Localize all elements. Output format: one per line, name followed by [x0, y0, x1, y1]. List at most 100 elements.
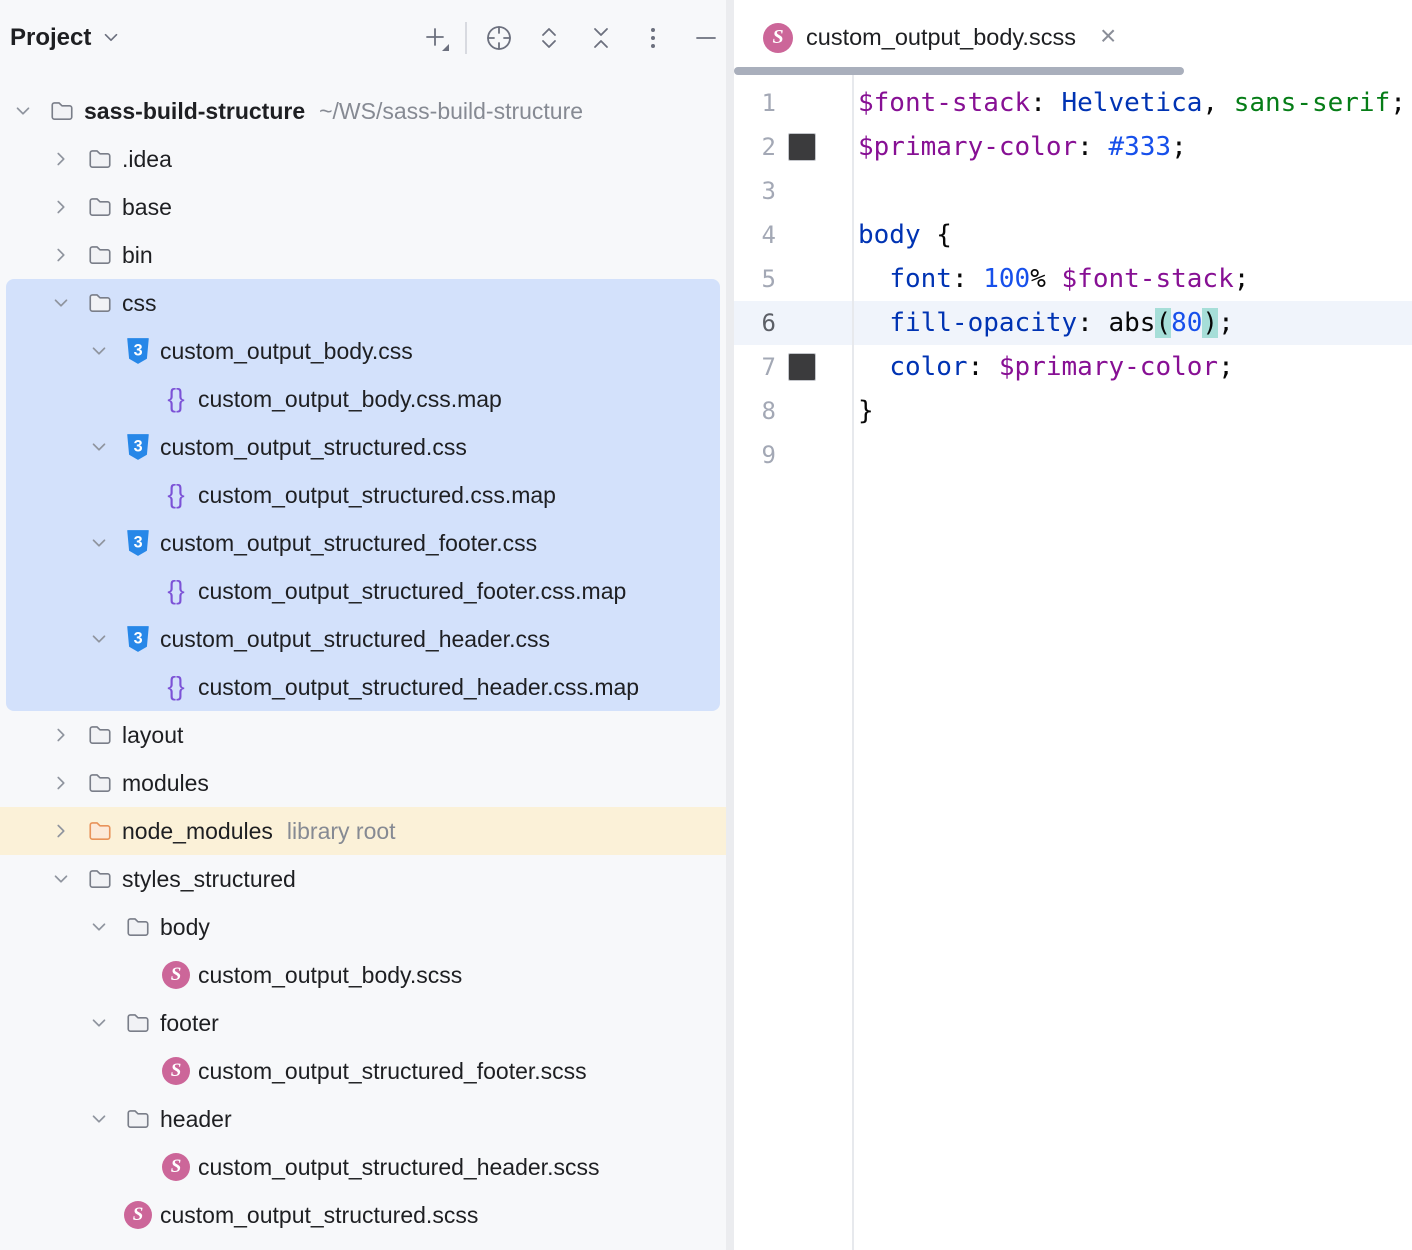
folder-icon [86, 288, 114, 318]
tree-row-selected[interactable]: {} custom_output_structured_footer.css.m… [0, 567, 726, 615]
tree-row[interactable]: body [0, 903, 726, 951]
code-line[interactable]: 3 [734, 169, 1412, 213]
chevron-right-icon[interactable] [48, 772, 86, 794]
line-number: 9 [761, 441, 776, 469]
code-line[interactable]: 8 } [734, 389, 1412, 433]
code-line-current[interactable]: 6 fill-opacity: abs(80); [734, 301, 1412, 345]
tree-row-root[interactable]: sass-build-structure ~/WS/sass-build-str… [0, 87, 726, 135]
tree-row-library-root[interactable]: node_modules library root [0, 807, 726, 855]
expand-all-icon[interactable] [533, 22, 565, 54]
code-line[interactable]: 1 $font-stack: Helvetica, sans-serif; [734, 81, 1412, 125]
color-preview-chip[interactable] [788, 133, 816, 161]
chevron-right-icon[interactable] [48, 820, 86, 842]
project-toolbar: Project [0, 0, 726, 75]
tree-item-label: styles_structured [122, 865, 296, 892]
tree-item-label: sass-build-structure [84, 97, 306, 124]
matched-paren: ) [1202, 308, 1219, 338]
tree-row-selected[interactable]: css [0, 279, 726, 327]
matched-paren: ( [1155, 308, 1172, 338]
tree-row[interactable]: S custom_output_structured.scss [0, 1191, 726, 1239]
tree-item-label: custom_output_structured.scss [160, 1201, 479, 1228]
hide-icon[interactable] [690, 22, 722, 54]
css-file-icon: 3 [124, 528, 152, 558]
color-preview-chip[interactable] [788, 353, 816, 381]
chevron-down-icon[interactable] [10, 100, 48, 122]
tree-selection-highlight [6, 279, 720, 711]
chevron-right-icon[interactable] [48, 148, 86, 170]
css-file-icon: 3 [124, 624, 152, 654]
folder-icon [48, 96, 76, 126]
tree-row-selected[interactable]: {} custom_output_structured.css.map [0, 471, 726, 519]
close-icon[interactable]: × [1099, 20, 1117, 51]
editor-tab[interactable]: S custom_output_body.scss × [763, 0, 1116, 75]
tree-row[interactable]: header [0, 1095, 726, 1143]
tree-row[interactable]: footer [0, 999, 726, 1047]
folder-icon [86, 192, 114, 222]
chevron-down-icon[interactable] [86, 340, 124, 362]
panel-splitter[interactable] [726, 0, 734, 1250]
chevron-down-icon[interactable] [86, 1012, 124, 1034]
tree-item-label: bin [122, 241, 153, 268]
more-options-icon[interactable] [637, 22, 669, 54]
add-icon[interactable] [420, 22, 452, 54]
tree-item-label: header [160, 1105, 232, 1132]
chevron-down-icon[interactable] [48, 292, 86, 314]
line-number: 8 [761, 397, 776, 425]
editor-tab-bar: S custom_output_body.scss × [734, 0, 1412, 75]
locate-opened-file-icon[interactable] [483, 22, 515, 54]
chevron-down-icon[interactable] [86, 1108, 124, 1130]
tree-row[interactable]: layout [0, 711, 726, 759]
tree-item-label: modules [122, 769, 209, 796]
tree-item-label: custom_output_body.css.map [198, 385, 502, 412]
chevron-right-icon[interactable] [48, 244, 86, 266]
chevron-down-icon[interactable] [86, 628, 124, 650]
scss-file-icon: S [162, 960, 190, 990]
chevron-down-icon[interactable] [86, 436, 124, 458]
tree-item-label: custom_output_body.css [160, 337, 413, 364]
toolbar-separator [465, 21, 467, 54]
tree-row-selected[interactable]: 3 custom_output_body.css [0, 327, 726, 375]
sourcemap-file-icon: {} [167, 383, 185, 413]
code-line[interactable]: 9 [734, 433, 1412, 477]
tree-row[interactable]: modules [0, 759, 726, 807]
chevron-right-icon[interactable] [48, 196, 86, 218]
code-line[interactable]: 7 color: $primary-color; [734, 345, 1412, 389]
sourcemap-file-icon: {} [167, 671, 185, 701]
tree-item-label: custom_output_structured_header.css.map [198, 673, 640, 700]
tab-title: custom_output_body.scss [806, 24, 1076, 50]
folder-icon [124, 1008, 152, 1038]
collapse-all-icon[interactable] [585, 22, 617, 54]
code-line[interactable]: 2 $primary-color: #333; [734, 125, 1412, 169]
tree-row-selected[interactable]: 3 custom_output_structured.css [0, 423, 726, 471]
tree-row[interactable]: .idea [0, 135, 726, 183]
tree-row[interactable]: base [0, 183, 726, 231]
chevron-down-icon[interactable] [48, 868, 86, 890]
scss-file-icon: S [124, 1200, 152, 1230]
tree-row-selected[interactable]: {} custom_output_structured_header.css.m… [0, 663, 726, 711]
tree-row-selected[interactable]: 3 custom_output_structured_header.css [0, 615, 726, 663]
tree-row[interactable]: S custom_output_structured_header.scss [0, 1143, 726, 1191]
tree-row[interactable]: styles_structured [0, 855, 726, 903]
editor-pane: S custom_output_body.scss × 1 $font-stac… [734, 0, 1412, 1250]
tree-row-selected[interactable]: 3 custom_output_structured_footer.css [0, 519, 726, 567]
tree-item-label: base [122, 193, 172, 220]
line-number: 2 [761, 133, 776, 161]
tree-row-selected[interactable]: {} custom_output_body.css.map [0, 375, 726, 423]
code-editor[interactable]: 1 $font-stack: Helvetica, sans-serif; 2 … [734, 75, 1412, 1250]
chevron-down-icon[interactable] [86, 916, 124, 938]
tree-row[interactable]: bin [0, 231, 726, 279]
tool-window-title[interactable]: Project [10, 23, 92, 51]
chevron-down-icon[interactable] [86, 532, 124, 554]
code-line[interactable]: 4 body { [734, 213, 1412, 257]
chevron-down-icon[interactable] [100, 26, 122, 53]
tree-row[interactable]: S custom_output_body.scss [0, 951, 726, 999]
svg-text:3: 3 [134, 629, 143, 647]
active-tab-indicator [734, 67, 1184, 75]
tree-item-path: ~/WS/sass-build-structure [319, 97, 584, 124]
chevron-right-icon[interactable] [48, 724, 86, 746]
tree-item-label: custom_output_body.scss [198, 961, 463, 988]
tree-row[interactable]: S custom_output_structured_footer.scss [0, 1047, 726, 1095]
code-line[interactable]: 5 font: 100% $font-stack; [734, 257, 1412, 301]
tree-item-label: css [122, 289, 157, 316]
svg-text:3: 3 [134, 341, 143, 359]
